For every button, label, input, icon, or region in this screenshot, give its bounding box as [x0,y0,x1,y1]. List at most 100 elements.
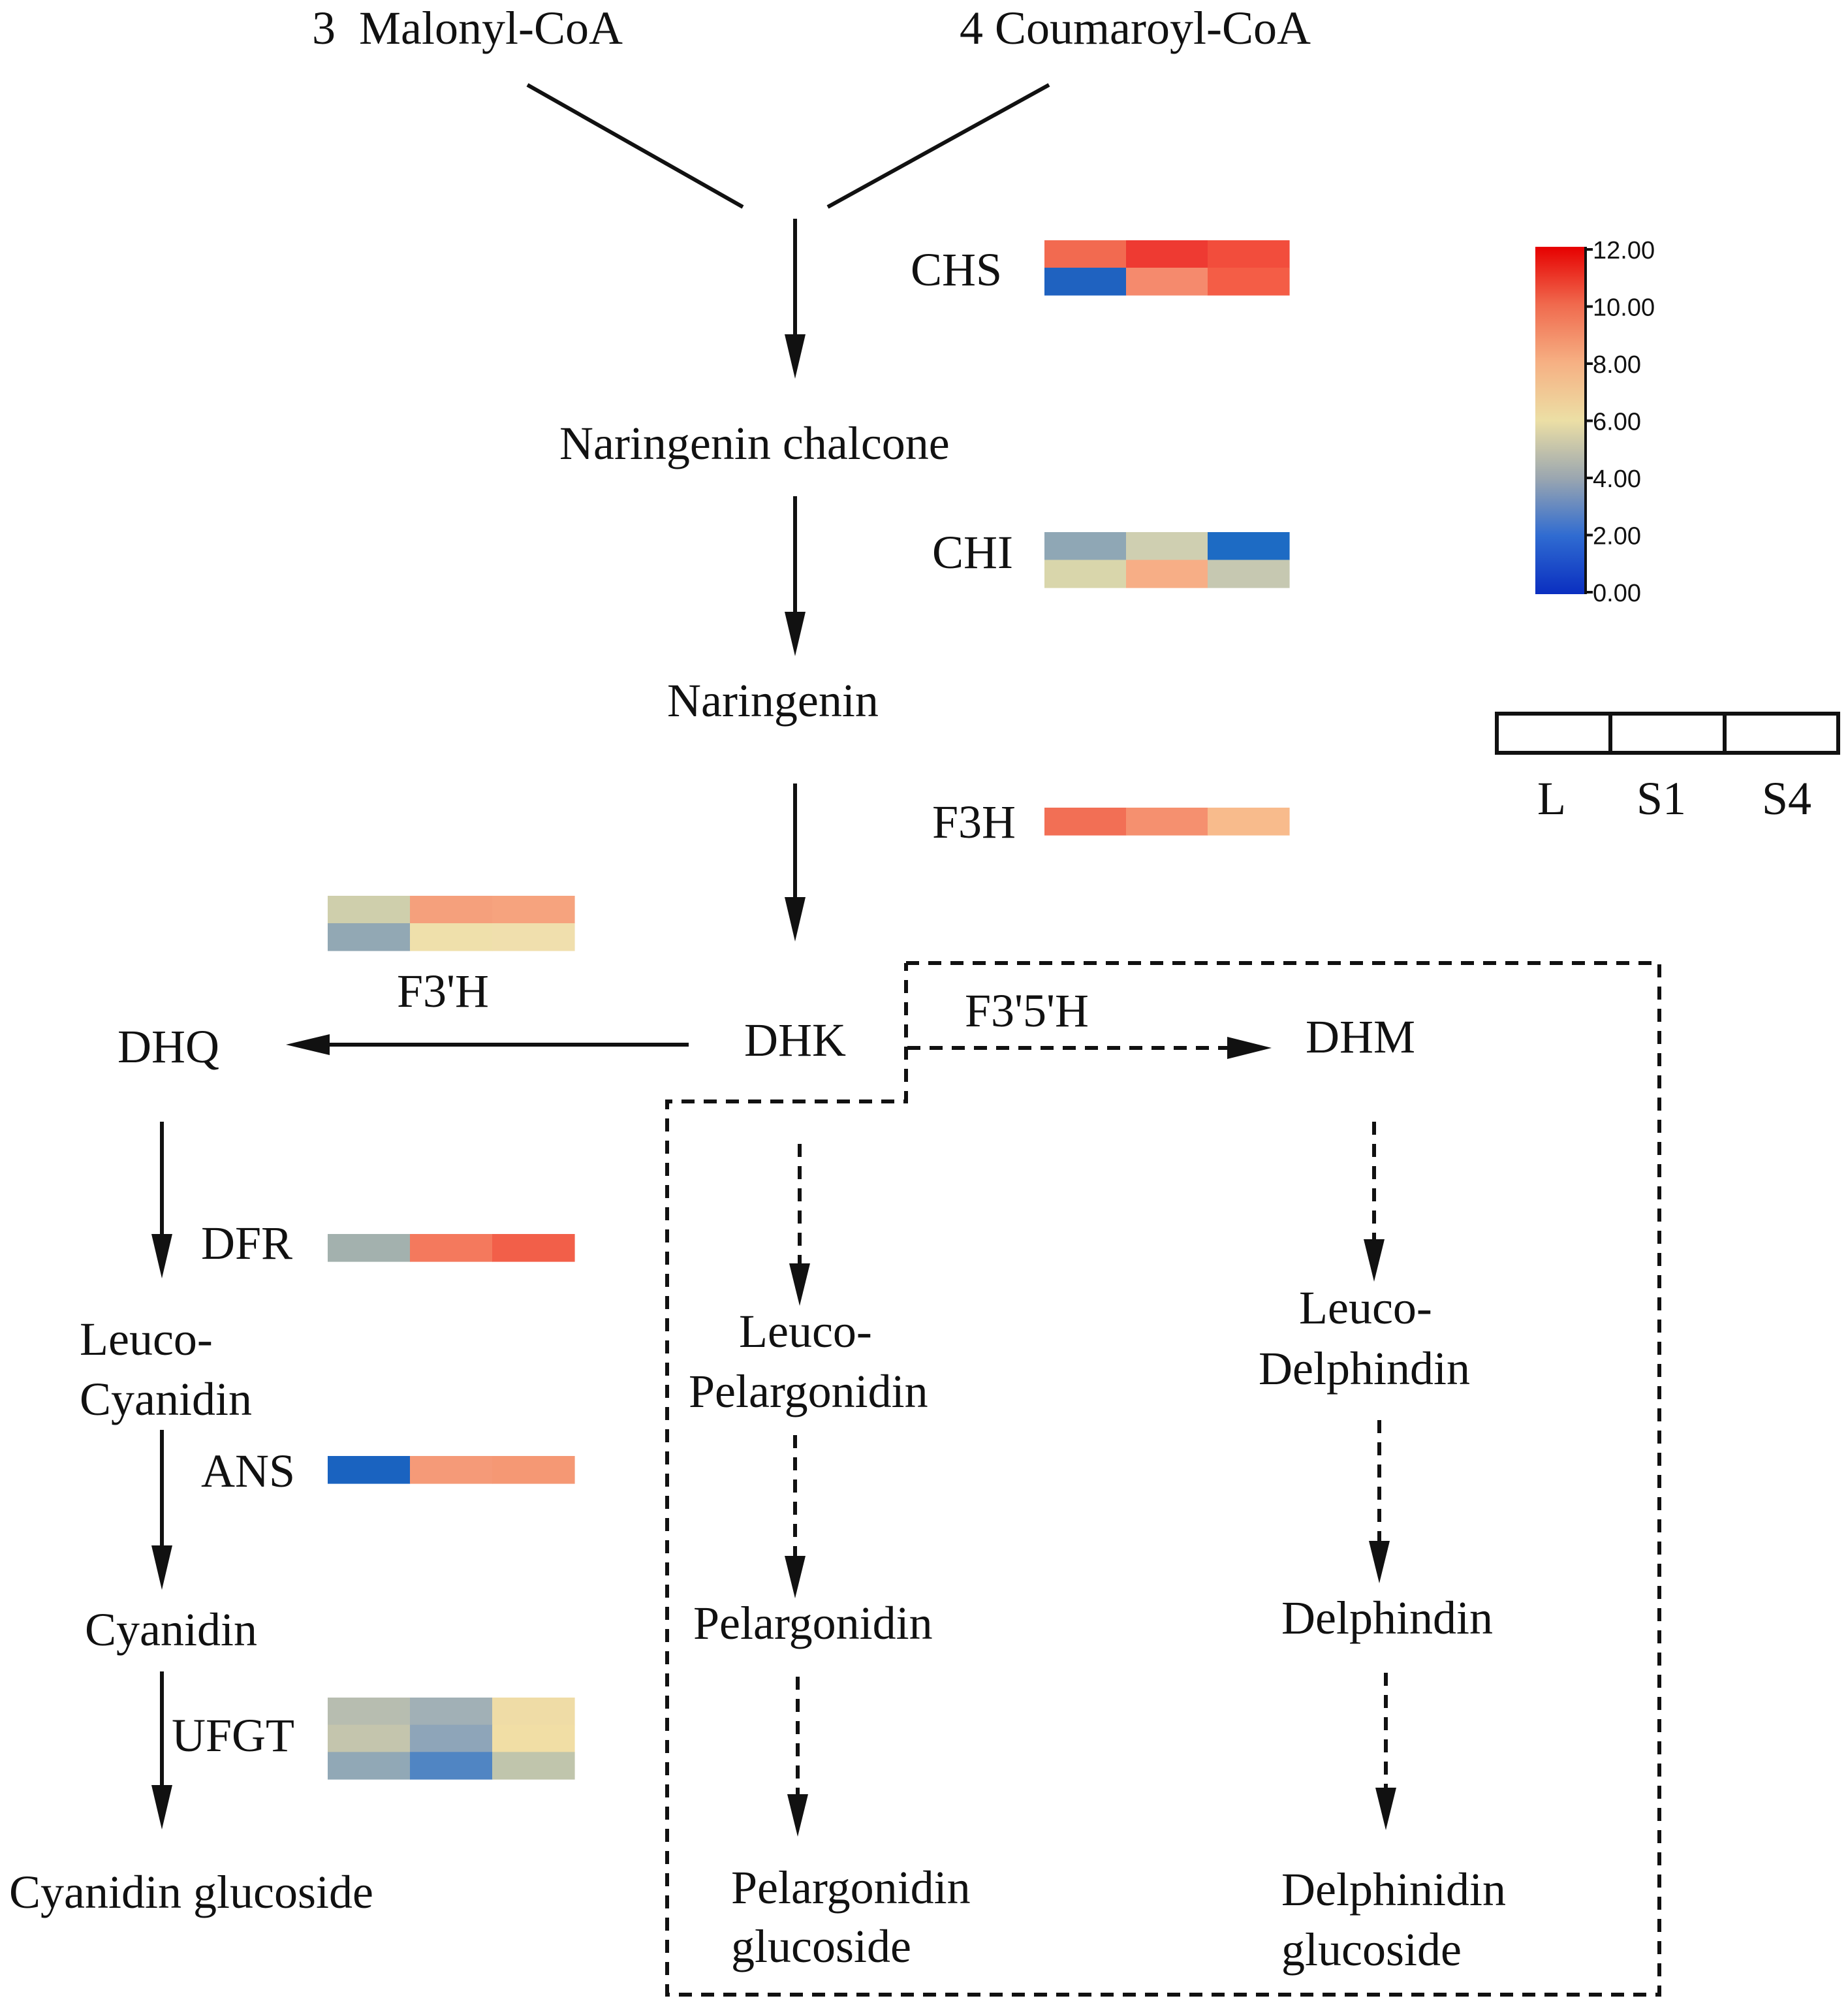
heatmap-f3ph-cell-r1-c2 [410,896,493,924]
arrowhead-naringenin-chalcone [785,334,806,379]
sample-label-s1: S1 [1637,772,1686,825]
arrowhead-pelargonidin-glucoside [787,1794,808,1837]
metabolite-naringenin: Naringenin [667,674,879,727]
metabolite-delphinidin-glucoside-line1: Delphinidin [1281,1863,1506,1916]
sample-label-l: L [1537,772,1566,825]
heatmap-chs-cell-r2-c1 [1044,268,1127,296]
metabolite-dhk: DHK [744,1014,846,1066]
heatmap-dfr-cell-r1-c2 [410,1234,493,1262]
heatmap-dfr [328,1234,575,1262]
metabolite-delphinidin-glucoside-line2: glucoside [1281,1923,1462,1976]
heatmap-ans [328,1456,575,1484]
metabolite-pelargonidin-glucoside-line1: Pelargonidin [731,1861,971,1914]
arrowhead-leucopelargonidin [789,1263,810,1306]
sample-legend-box [1495,712,1840,755]
heatmap-ufgt-cell-r1-c2 [410,1698,493,1726]
heatmap-ufgt-cell-r1-c1 [328,1698,411,1726]
arrowhead-delphinidin-glucoside [1375,1788,1396,1830]
enzyme-ans: ANS [201,1445,295,1497]
metabolite-leucodelphindin-line1: Leuco- [1299,1282,1432,1334]
heatmap-chi-cell-r2-c1 [1044,560,1127,588]
heatmap-chi-cell-r1-c3 [1208,532,1290,561]
heatmap-chs-cell-r1-c2 [1126,240,1208,268]
heatmap-ans-cell-r1-c3 [492,1456,575,1484]
heatmap-f3ph-cell-r2-c1 [328,923,411,951]
malonyl-merge-line [526,83,744,209]
arrowhead-dhk [785,897,806,941]
sample-legend: L S1 S4 [1495,712,1840,825]
metabolite-pelargonidin-glucoside-line2: glucoside [731,1920,911,1972]
heatmap-f3ph-cell-r1-c1 [328,896,411,924]
enzyme-f3h: F3H [932,796,1016,848]
heatmap-dfr-cell-r1-c1 [328,1234,411,1262]
heatmap-chs-cell-r2-c3 [1208,268,1290,296]
heatmap-ans-cell-r1-c1 [328,1456,411,1484]
colorbar-tick-label: 4.00 [1593,466,1641,493]
arrowhead-dhm [1227,1037,1272,1059]
heatmap-f3h-cell-r1-c1 [1044,808,1127,836]
heatmap-dfr-cell-r1-c3 [492,1234,575,1262]
heatmap-ufgt-cell-r3-c2 [410,1752,493,1780]
sample-label-s4: S4 [1762,772,1811,825]
enzyme-ufgt: UFGT [172,1709,294,1762]
heatmap-ufgt-cell-r2-c1 [328,1724,411,1752]
heatmap-f3ph-cell-r2-c3 [492,923,575,951]
heatmap-f3ph-cell-r2-c2 [410,923,493,951]
arrowhead-leucocyanidin [151,1234,172,1278]
heatmap-chs [1044,240,1290,296]
arrowhead-pelargonidin [785,1556,806,1598]
heatmap-ufgt [328,1698,575,1780]
heatmap-chi-cell-r1-c2 [1126,532,1208,561]
arrowhead-cyanidin [151,1545,172,1590]
metabolite-cyanidin-glucoside: Cyanidin glucoside [9,1866,373,1918]
heatmap-chi-cell-r2-c3 [1208,560,1290,588]
colorbar-tick-label: 2.00 [1593,523,1641,550]
arrowhead-naringenin [785,612,806,656]
substrate-malonyl-coa: 3 Malonyl-CoA [312,2,623,54]
colorbar [1535,247,1585,594]
enzyme-dfr: DFR [201,1217,292,1269]
heatmap-chi [1044,532,1290,588]
heatmap-chs-cell-r1-c3 [1208,240,1290,268]
metabolite-leucocyanidin-line2: Cyanidin [80,1373,252,1425]
metabolite-dhm: DHM [1306,1011,1415,1063]
substrate-coumaroyl-coa: 4 Coumaroyl-CoA [960,2,1311,54]
metabolite-leucodelphindin-line2: Delphindin [1259,1342,1470,1395]
metabolite-dhq: DHQ [117,1020,219,1073]
heatmap-ufgt-cell-r2-c3 [492,1724,575,1752]
metabolite-cyanidin: Cyanidin [85,1604,257,1656]
heatmap-chi-cell-r2-c2 [1126,560,1208,588]
enzyme-chi: CHI [932,526,1013,578]
metabolite-pelargonidin: Pelargonidin [693,1597,933,1649]
colorbar-tick-label: 8.00 [1593,351,1641,379]
heatmap-f3ph-cell-r1-c3 [492,896,575,924]
heatmap-ufgt-cell-r1-c3 [492,1698,575,1726]
heatmap-ufgt-cell-r3-c1 [328,1752,411,1780]
heatmap-ufgt-cell-r2-c2 [410,1724,493,1752]
heatmap-ans-cell-r1-c2 [410,1456,493,1484]
metabolite-naringenin-chalcone: Naringenin chalcone [559,417,950,469]
arrowhead-leucodelphindin [1364,1239,1385,1282]
colorbar-tick-label: 0.00 [1593,580,1641,607]
heatmap-chs-cell-r1-c1 [1044,240,1127,268]
arrowhead-dhq [286,1034,330,1055]
arrowhead-cyanidin-glucoside [151,1785,172,1829]
arrowhead-delphindin [1369,1541,1390,1583]
heatmap-f3h [1044,808,1290,836]
enzyme-chs: CHS [911,244,1002,296]
metabolite-delphindin: Delphindin [1281,1592,1493,1644]
heatmap-f3h-cell-r1-c3 [1208,808,1290,836]
metabolite-leucocyanidin-line1: Leuco- [80,1313,213,1365]
heatmap-ufgt-cell-r3-c3 [492,1752,575,1780]
heatmap-f3ph [328,896,575,951]
enzyme-f3ph: F3'H [397,965,489,1017]
heatmap-f3h-cell-r1-c2 [1126,808,1208,836]
enzyme-f35h: F3'5'H [965,985,1089,1037]
colorbar-tick-label: 6.00 [1593,409,1641,436]
heatmap-chi-cell-r1-c1 [1044,532,1127,561]
coumaroyl-merge-line [826,83,1050,209]
dashed-branch-box [665,961,1661,1997]
heatmap-chs-cell-r2-c2 [1126,268,1208,296]
